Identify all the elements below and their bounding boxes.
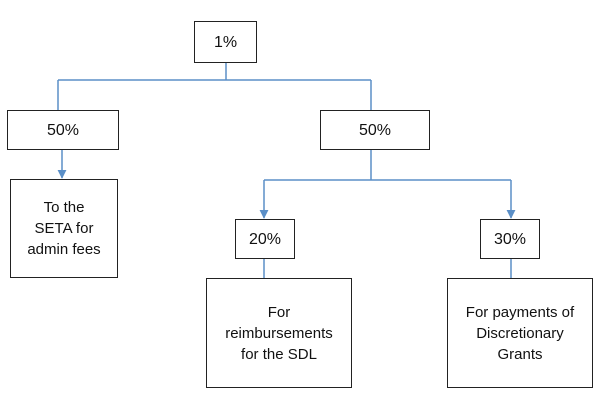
seta-note-line: SETA for [34, 220, 94, 237]
discretionary-grants-box: For payments of Discretionary Grants [447, 278, 593, 388]
grants-note-line: Grants [497, 345, 543, 363]
root-percentage-box: 1% [194, 21, 257, 63]
right-percentage-box: 50% [320, 110, 430, 150]
seta-admin-fees-box: To the SETA for admin fees [10, 179, 118, 278]
root-percentage-label: 1% [213, 33, 238, 51]
twenty-percent-box: 20% [235, 219, 295, 259]
left-percentage-label: 50% [46, 121, 80, 139]
left-percentage-box: 50% [7, 110, 119, 150]
reimbursement-note-line: For [267, 303, 291, 321]
thirty-percent-box: 30% [480, 219, 540, 259]
grants-note-line: Discretionary [476, 324, 564, 342]
twenty-percent-label: 20% [248, 230, 282, 248]
sdl-reimbursements-box: For reimbursements for the SDL [206, 278, 352, 388]
right-percentage-label: 50% [358, 121, 392, 139]
seta-note-line: admin fees [27, 241, 101, 258]
reimbursement-note-line: for the SDL [241, 345, 317, 363]
seta-note-line: To the [43, 199, 85, 216]
reimbursement-note-line: reimbursements [225, 324, 333, 342]
thirty-percent-label: 30% [493, 230, 527, 248]
grants-note-line: For payments of [465, 303, 575, 321]
